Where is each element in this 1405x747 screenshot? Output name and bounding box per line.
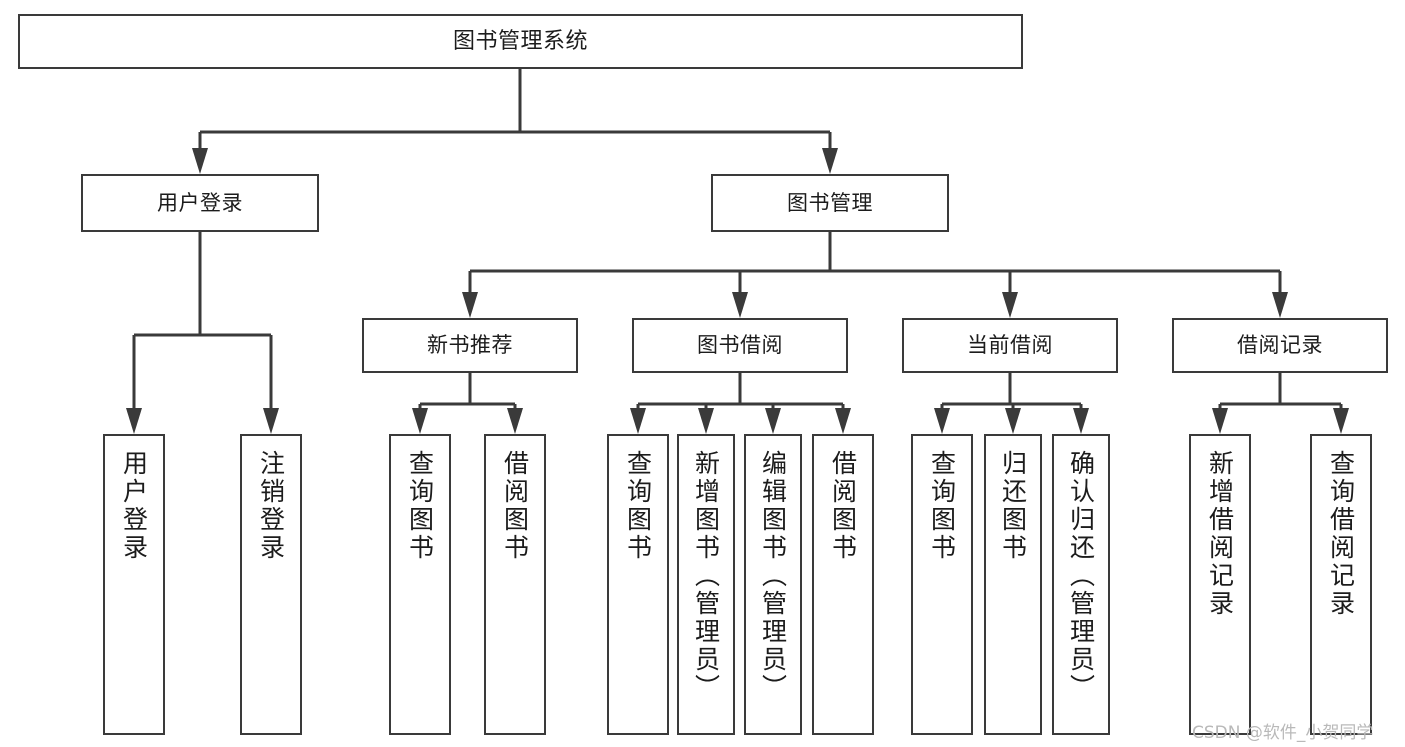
node-leaf-logout-label: 注销登录 — [256, 450, 286, 562]
node-book-management[interactable]: 图书管理 — [711, 174, 949, 232]
node-leaf-confirm-return[interactable]: 确认归还（管理员） — [1052, 434, 1110, 735]
node-leaf-add-record[interactable]: 新增借阅记录 — [1189, 434, 1251, 735]
node-leaf-logout[interactable]: 注销登录 — [240, 434, 302, 735]
node-leaf-query-book-current[interactable]: 查询图书 — [911, 434, 973, 735]
node-root[interactable]: 图书管理系统 — [18, 14, 1023, 69]
node-book-management-label: 图书管理 — [787, 190, 873, 215]
watermark-credit: CSDN @软件_小贺同学 — [1192, 723, 1374, 743]
node-leaf-borrow-book[interactable]: 借阅图书 — [812, 434, 874, 735]
node-root-label: 图书管理系统 — [452, 28, 588, 54]
node-leaf-query-book-new-label: 查询图书 — [405, 450, 435, 562]
node-leaf-add-book-label: 新增图书（管理员） — [691, 450, 721, 702]
node-leaf-edit-book[interactable]: 编辑图书（管理员） — [744, 434, 802, 735]
node-leaf-query-book-new[interactable]: 查询图书 — [389, 434, 451, 735]
node-leaf-borrow-book-new[interactable]: 借阅图书 — [484, 434, 546, 735]
node-book-borrow-label: 图书借阅 — [697, 333, 783, 358]
node-new-book-recommend-label: 新书推荐 — [427, 333, 513, 358]
node-leaf-borrow-book-label: 借阅图书 — [828, 450, 858, 562]
node-leaf-user-login-label: 用户登录 — [119, 450, 149, 562]
node-leaf-return-book-label: 归还图书 — [998, 450, 1028, 562]
node-leaf-borrow-book-new-label: 借阅图书 — [500, 450, 530, 562]
node-borrow-record-label: 借阅记录 — [1237, 333, 1323, 358]
node-user-login[interactable]: 用户登录 — [81, 174, 319, 232]
node-current-borrow-label: 当前借阅 — [967, 333, 1053, 358]
node-leaf-query-book-current-label: 查询图书 — [927, 450, 957, 562]
node-leaf-query-book-borrow-label: 查询图书 — [623, 450, 653, 562]
node-leaf-query-book-borrow[interactable]: 查询图书 — [607, 434, 669, 735]
node-leaf-confirm-return-label: 确认归还（管理员） — [1066, 450, 1096, 702]
node-leaf-query-record-label: 查询借阅记录 — [1326, 450, 1356, 618]
node-leaf-return-book[interactable]: 归还图书 — [984, 434, 1042, 735]
node-leaf-add-book[interactable]: 新增图书（管理员） — [677, 434, 735, 735]
node-leaf-query-record[interactable]: 查询借阅记录 — [1310, 434, 1372, 735]
node-borrow-record[interactable]: 借阅记录 — [1172, 318, 1388, 373]
node-leaf-edit-book-label: 编辑图书（管理员） — [758, 450, 788, 702]
node-new-book-recommend[interactable]: 新书推荐 — [362, 318, 578, 373]
node-current-borrow[interactable]: 当前借阅 — [902, 318, 1118, 373]
node-user-login-label: 用户登录 — [157, 190, 243, 215]
node-leaf-add-record-label: 新增借阅记录 — [1205, 450, 1235, 618]
node-book-borrow[interactable]: 图书借阅 — [632, 318, 848, 373]
node-leaf-user-login[interactable]: 用户登录 — [103, 434, 165, 735]
